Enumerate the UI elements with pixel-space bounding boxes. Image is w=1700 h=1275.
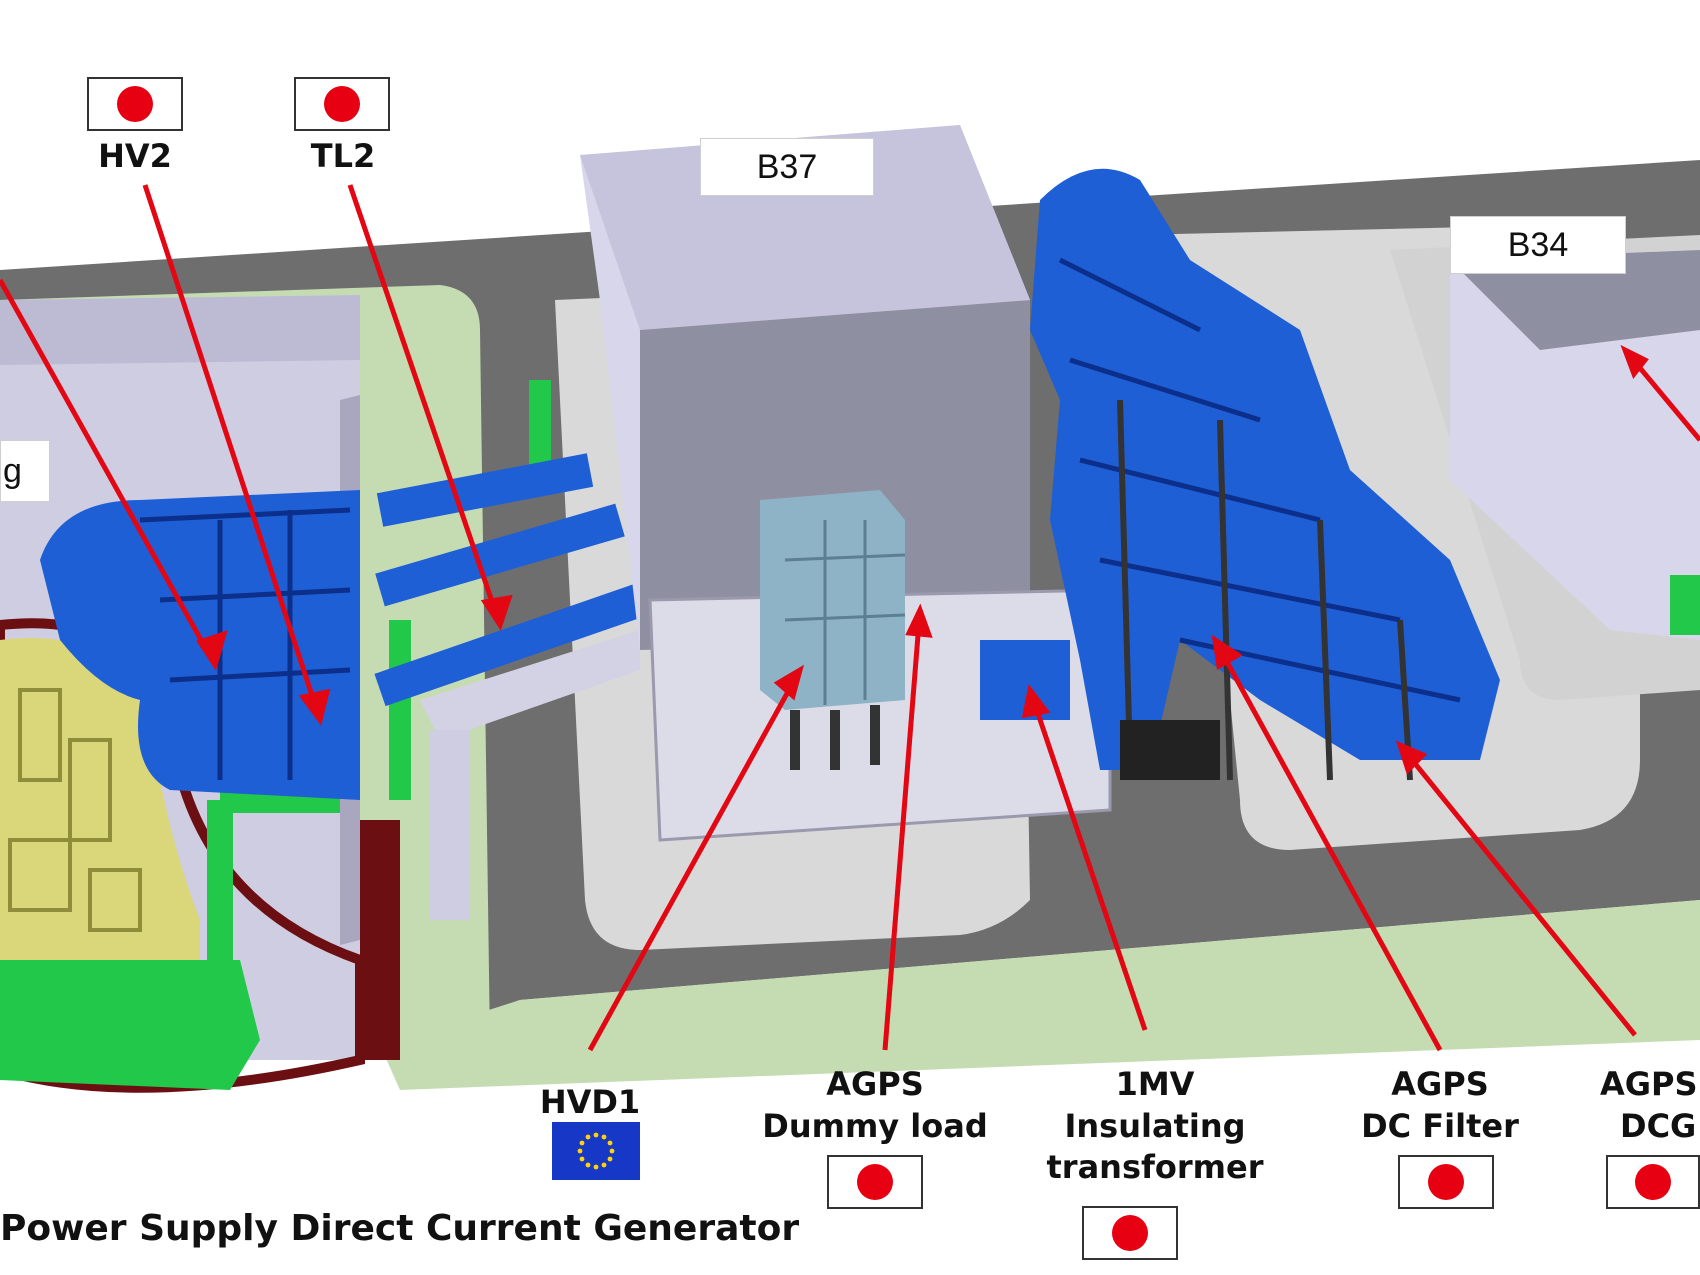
label-insulating-line2: Insulating	[1064, 1106, 1246, 1145]
label-agps-dummy-load: AGPS Dummy load	[755, 1064, 995, 1147]
label-tl2: TL2	[310, 137, 376, 175]
dummy-load-unit	[760, 490, 905, 710]
blue-details	[139, 507, 351, 780]
label-agps-dummy-line2: Dummy load	[762, 1106, 988, 1145]
flag-japan-hv2	[87, 77, 183, 131]
green-equipment	[0, 960, 260, 1090]
blue-equipment-right	[1030, 168, 1500, 770]
green-box	[1670, 575, 1700, 635]
arrow-hv2	[142, 184, 323, 721]
b34-building	[1450, 250, 1700, 640]
arrow-hvd1	[587, 668, 803, 1052]
b34-roof	[1450, 250, 1700, 350]
blue-pipe	[375, 503, 625, 607]
arrow-dc-filter	[1212, 638, 1443, 1052]
arrow-agps-dummy	[882, 609, 923, 1051]
label-hv2: HV2	[98, 137, 172, 175]
eu-stars-icon	[577, 1132, 615, 1170]
b37-front	[640, 300, 1030, 650]
building-label-b37: B37	[700, 138, 874, 196]
blue-pipe	[376, 453, 594, 527]
flag-eu-hvd1	[552, 1122, 640, 1180]
arrow-tl2	[347, 184, 503, 626]
flag-japan-dcg	[1606, 1155, 1700, 1209]
flag-japan-agps-dummy	[827, 1155, 923, 1209]
arrow-dcg	[1398, 743, 1637, 1037]
label-agps-dummy-line1: AGPS	[826, 1065, 924, 1103]
label-insulating-line3: transformer	[1046, 1148, 1264, 1187]
label-agps-dc-filter: AGPS DC Filter	[1350, 1064, 1530, 1147]
pipe-support-leg	[430, 730, 470, 920]
building-label-b34: B34	[1450, 216, 1626, 274]
arrow-insulating	[1027, 689, 1148, 1031]
label-agps-dcg: AGPS DCG	[1600, 1064, 1700, 1147]
left-building-roof	[0, 295, 360, 365]
building-label-left: g	[0, 440, 50, 502]
flag-japan-tl2	[294, 77, 390, 131]
dummy-load-grid	[784, 520, 906, 705]
dark-wall	[360, 820, 400, 1060]
diagram-caption: Power Supply Direct Current Generator	[0, 1208, 800, 1249]
blue-pipe	[374, 583, 646, 707]
flag-japan-insulating	[1082, 1206, 1178, 1260]
arrow-left-edge	[0, 278, 218, 667]
black-unit	[1120, 720, 1220, 780]
flag-japan-dc-filter	[1398, 1155, 1494, 1209]
grass-area	[380, 900, 1700, 1090]
label-dc-filter-line1: AGPS	[1391, 1065, 1489, 1103]
label-dcg-line2: DCG	[1620, 1106, 1697, 1145]
b37-roof	[580, 125, 1030, 330]
pipe-support	[420, 630, 640, 740]
label-insulating-line1: 1MV	[1115, 1065, 1195, 1103]
label-dcg-line1: AGPS	[1600, 1065, 1698, 1103]
label-dc-filter-line2: DC Filter	[1361, 1106, 1519, 1145]
label-hvd1: HVD1	[539, 1083, 641, 1121]
yellow-details	[8, 688, 142, 932]
dummy-load-legs	[790, 705, 880, 770]
label-insulating-transformer: 1MV Insulating transformer	[1035, 1064, 1275, 1189]
pointer-arrows	[0, 184, 1700, 1052]
